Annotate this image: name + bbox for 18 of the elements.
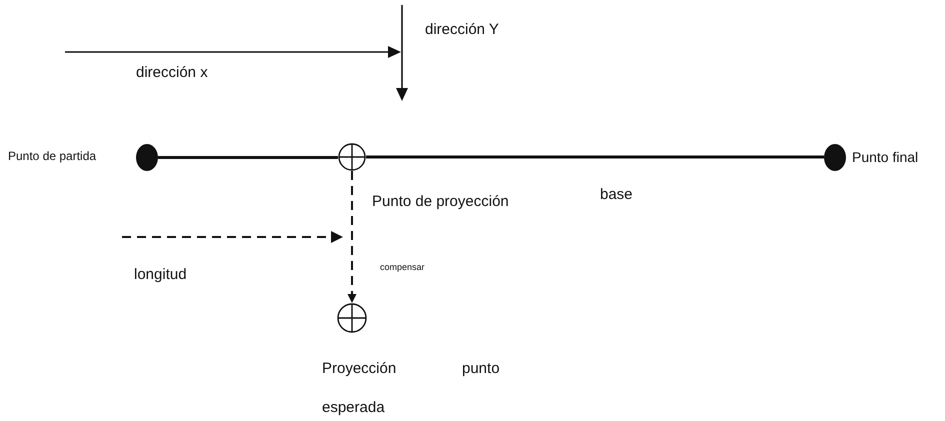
endpoint-dot [824,144,846,171]
point-label: punto [462,360,500,378]
baseline [366,156,824,158]
axis-label: dirección Y [425,21,499,39]
point-label: Punto final [852,149,918,166]
point-label: Punto de proyección [372,193,509,211]
axis-label: dirección x [136,64,208,82]
crosshair-circle [338,143,366,171]
crosshair-circle [337,303,367,333]
measure-label: longitud [134,266,187,284]
edge-label: compensar [380,262,425,273]
point-label: Punto de partida [8,149,96,164]
dashed-arrow [348,171,356,303]
line-label: base [600,186,633,204]
point-label: esperada [322,399,385,417]
endpoint-dot [136,144,158,171]
baseline [158,156,338,159]
point-label: Proyección [322,360,396,378]
